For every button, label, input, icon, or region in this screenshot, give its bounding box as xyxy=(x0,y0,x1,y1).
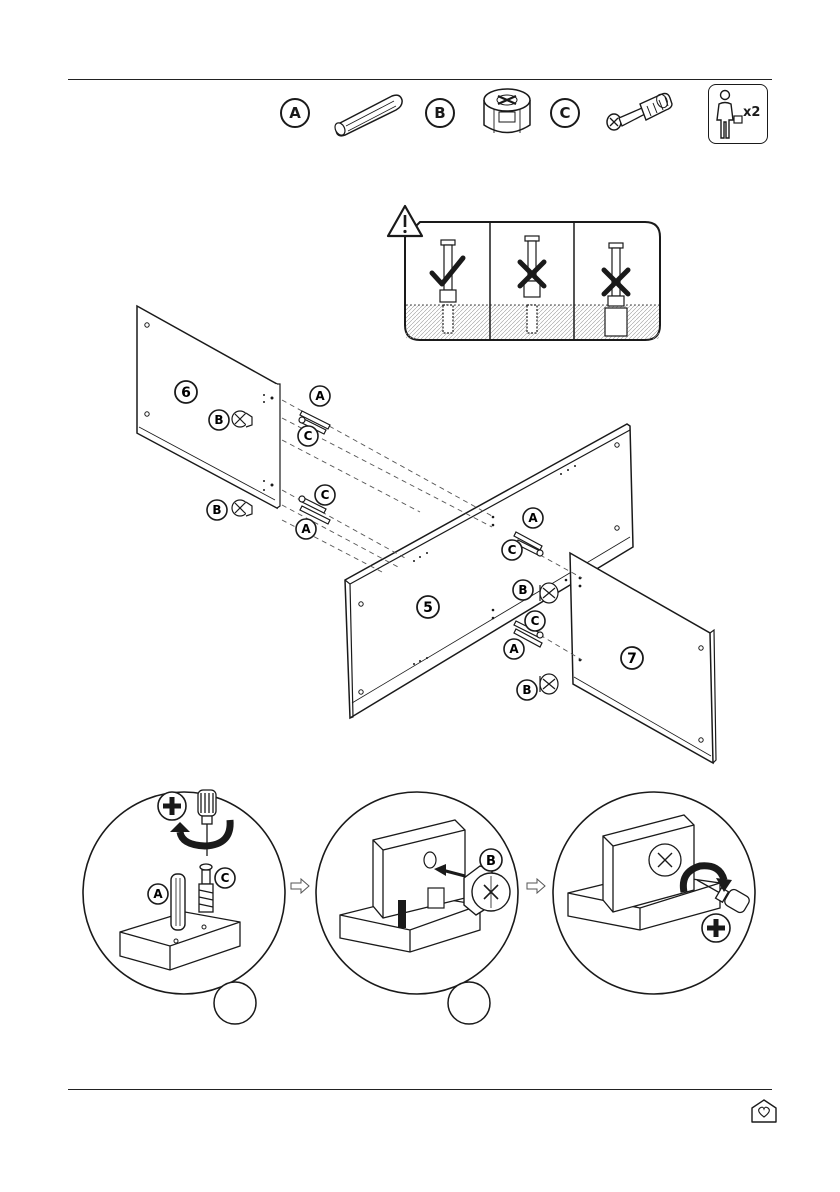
step1-badge xyxy=(214,982,256,1024)
wooden-dowel-icon xyxy=(171,874,185,930)
callout-a: A xyxy=(310,386,330,406)
panel-label-6: 6 xyxy=(175,381,197,403)
warning-icon xyxy=(388,206,422,236)
svg-text:C: C xyxy=(531,614,540,628)
svg-text:B: B xyxy=(212,503,221,517)
step2-badge xyxy=(448,982,490,1024)
callout-c: C xyxy=(298,426,318,446)
svg-text:B: B xyxy=(522,683,531,697)
warning-panel xyxy=(388,206,660,340)
svg-text:C: C xyxy=(508,543,517,557)
callout-b: B xyxy=(513,580,533,600)
callout-b: B xyxy=(207,500,227,520)
svg-text:C: C xyxy=(321,488,330,502)
callout-c: C xyxy=(315,485,335,505)
wooden-dowel-icon xyxy=(333,95,402,137)
svg-text:A: A xyxy=(315,389,325,403)
cam-bolt-icon xyxy=(607,93,672,130)
cam-lock-icon xyxy=(484,89,530,133)
callout-a: A xyxy=(296,519,316,539)
svg-text:6: 6 xyxy=(181,385,191,401)
home-logo-icon xyxy=(752,1100,776,1122)
callout-b: B xyxy=(209,410,229,430)
callout-c: C xyxy=(525,611,545,631)
detail-step-1: A C xyxy=(83,790,285,1024)
step1-label-c: C xyxy=(221,871,230,885)
panel-label-5: 5 xyxy=(417,596,439,618)
svg-text:7: 7 xyxy=(627,651,637,667)
step2-label-b: B xyxy=(486,854,496,869)
cam-lock-icon xyxy=(232,500,252,516)
detail-step-2: B xyxy=(316,792,518,1024)
callout-a: A xyxy=(504,639,524,659)
svg-text:A: A xyxy=(509,642,519,656)
step1-label-a: A xyxy=(153,887,163,901)
svg-text:B: B xyxy=(214,413,223,427)
cam-lock-icon xyxy=(540,674,558,694)
callout-b: B xyxy=(517,680,537,700)
detail-step-3 xyxy=(553,792,755,994)
next-step-arrow xyxy=(291,879,309,893)
callout-a: A xyxy=(523,508,543,528)
svg-text:5: 5 xyxy=(423,600,433,616)
svg-text:A: A xyxy=(528,511,538,525)
plus-icon xyxy=(158,792,186,820)
panel-6 xyxy=(137,306,280,508)
cam-lock-icon xyxy=(540,583,558,603)
plus-icon xyxy=(702,914,730,942)
next-step-arrow xyxy=(527,879,545,893)
svg-text:C: C xyxy=(304,429,313,443)
svg-text:B: B xyxy=(518,583,527,597)
callout-c: C xyxy=(502,540,522,560)
panel-label-7: 7 xyxy=(621,647,643,669)
svg-text:A: A xyxy=(301,522,311,536)
